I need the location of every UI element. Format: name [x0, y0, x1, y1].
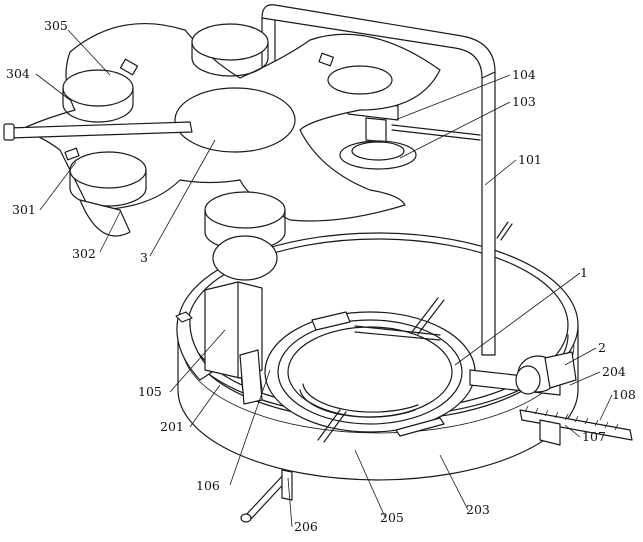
callout-301: 301 [12, 202, 36, 217]
callout-206: 206 [294, 519, 318, 534]
callout-204: 204 [602, 364, 626, 379]
callout-302: 302 [72, 246, 96, 261]
callout-106: 106 [196, 478, 220, 493]
callout-105: 105 [138, 384, 162, 399]
callout-103: 103 [512, 94, 536, 109]
vertical-column [204, 281, 263, 405]
cup-top [191, 23, 269, 77]
callout-1: 1 [580, 265, 588, 280]
lever-handle [240, 469, 293, 523]
callout-305: 305 [44, 18, 68, 33]
cup-right [318, 52, 393, 95]
callout-101: 101 [518, 152, 542, 167]
callout-108: 108 [612, 387, 636, 402]
callout-labels: 305 304 301 302 3 104 103 101 1 2 204 10… [6, 18, 636, 534]
callout-104: 104 [512, 67, 536, 82]
cup-bottom [204, 191, 286, 281]
callout-205: 205 [380, 510, 404, 525]
callout-201: 201 [160, 419, 184, 434]
side-motor-assembly [469, 351, 577, 396]
callout-3: 3 [140, 250, 148, 265]
callout-203: 203 [466, 502, 490, 517]
leader-lines [35, 29, 613, 528]
callout-304: 304 [6, 66, 30, 81]
callout-2: 2 [598, 340, 606, 355]
curved-wall [175, 311, 213, 381]
rack-gear [519, 405, 633, 446]
cup-left-lower [64, 147, 147, 237]
cup-left-upper [62, 58, 139, 123]
callout-107: 107 [582, 429, 606, 444]
